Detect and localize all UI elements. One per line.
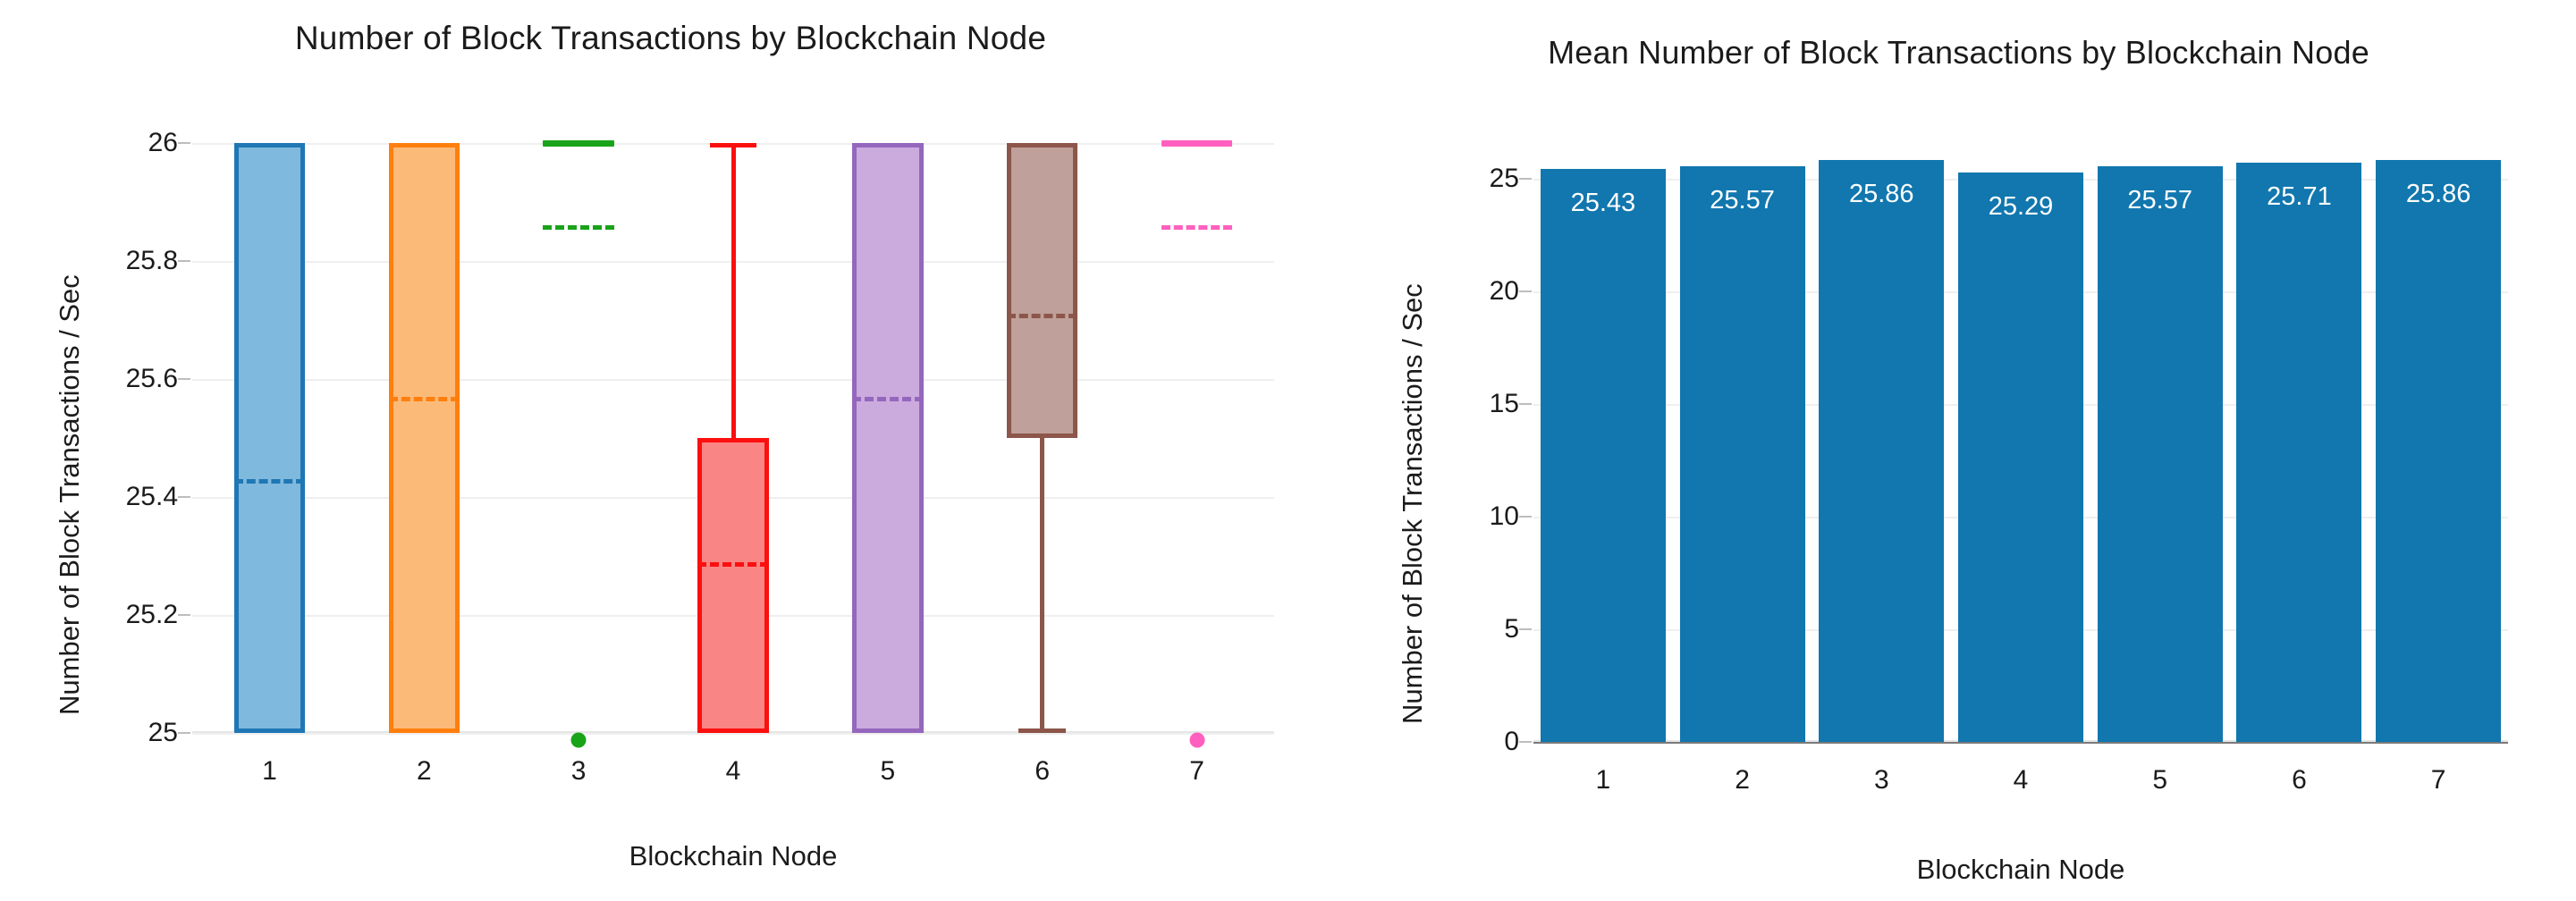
boxplot-y-tick-label: 25.8	[125, 246, 178, 275]
boxplot-y-tick-mark	[178, 260, 190, 262]
barchart-value-label: 25.29	[1988, 191, 2054, 221]
barchart-x-tick-label: 4	[2013, 765, 2029, 795]
boxplot-y-tick-label: 25.6	[125, 364, 178, 393]
barchart-x-tick-label: 2	[1735, 765, 1750, 795]
barchart-x-tick-label: 1	[1595, 765, 1611, 795]
barchart-x-tick-label: 3	[1873, 765, 1889, 795]
boxplot-outlier-point	[570, 732, 587, 748]
boxplot-x-tick-label: 2	[416, 756, 432, 786]
barchart-bar[interactable]: 25.43	[1540, 169, 1666, 742]
barchart-bar[interactable]: 25.57	[1679, 165, 1805, 742]
barchart-y-tick-mark	[1519, 628, 1532, 631]
boxplot-box-group-5[interactable]	[192, 143, 1274, 733]
boxplot-plot-area: 25 25.2 25.4 25.6 25.8 26 1 2 3 4 5 6 7	[126, 128, 1274, 786]
barchart-value-label: 25.57	[1710, 185, 1775, 215]
barchart-bar[interactable]: 25.71	[2236, 163, 2362, 742]
boxplot-whisker-cap-lower	[1018, 728, 1066, 733]
barchart-plot-area: 0 5 10 15 20 25 25.43 1 25.57 2 25.86 3 25.29 4 25.57 5…	[1490, 152, 2508, 795]
boxplot-y-axis-label: Number of Block Transactions / Sec	[54, 274, 85, 715]
barchart-y-tick-mark	[1519, 178, 1532, 181]
boxplot-x-tick-label: 1	[262, 756, 277, 786]
barchart-value-label: 25.86	[2405, 179, 2471, 208]
boxplot-whisker-upper	[731, 143, 736, 438]
barchart-x-tick-label: 6	[2292, 765, 2307, 795]
panel-boxplot: Number of Block Transactions by Blockcha…	[54, 20, 1274, 872]
barchart-gridline	[1533, 742, 2508, 744]
boxplot-mean-line	[697, 561, 769, 567]
boxplot-mean-line	[388, 396, 460, 401]
boxplot-box-group-3[interactable]	[192, 140, 1274, 748]
barchart-bar[interactable]: 25.86	[2376, 159, 2502, 742]
boxplot-whisker-lower	[1040, 438, 1045, 733]
boxplot-x-tick-label: 6	[1035, 756, 1051, 786]
boxplot-y-tick-mark	[178, 732, 190, 734]
boxplot-box[interactable]	[388, 143, 460, 733]
boxplot-y-tick-label: 25	[148, 718, 178, 747]
boxplot-mean-line	[1006, 314, 1078, 319]
barchart-title: Mean Number of Block Transactions by Blo…	[1548, 34, 2369, 71]
boxplot-collapsed-box[interactable]	[1161, 140, 1233, 147]
boxplot-y-tick-mark	[178, 496, 190, 498]
boxplot-box-group-7[interactable]	[192, 140, 1274, 748]
barchart-x-tick-label: 7	[2430, 765, 2446, 795]
barchart-bar[interactable]: 25.29	[1957, 172, 2084, 742]
boxplot-gridline	[192, 733, 1274, 735]
boxplot-y-tick-label: 25.4	[125, 482, 178, 511]
boxplot-mean-line	[233, 479, 306, 484]
boxplot-box[interactable]	[697, 438, 769, 733]
barchart-y-tick-label: 10	[1489, 501, 1519, 532]
barchart-y-tick-label: 15	[1489, 389, 1519, 419]
barchart-y-axis-label: Number of Block Transactions / Sec	[1397, 283, 1428, 724]
boxplot-collapsed-box[interactable]	[543, 140, 614, 147]
boxplot-y-tick-mark	[178, 142, 190, 144]
barchart-y-tick-mark	[1519, 516, 1532, 518]
boxplot-x-tick-label: 3	[570, 756, 587, 786]
barchart-value-label: 25.86	[1848, 179, 1914, 208]
boxplot-box[interactable]	[852, 143, 924, 733]
barchart-y-tick-label: 0	[1504, 727, 1519, 756]
boxplot-box-group-2[interactable]	[192, 143, 1274, 733]
barchart-value-label: 25.71	[2267, 182, 2332, 212]
boxplot-box-group-4[interactable]	[192, 143, 1274, 733]
barchart-x-axis-label: Blockchain Node	[1916, 854, 2125, 885]
boxplot-box-group-1[interactable]	[192, 143, 1274, 733]
barchart-value-label: 25.57	[2127, 185, 2192, 215]
boxplot-title: Number of Block Transactions by Blockcha…	[294, 20, 1047, 56]
barchart-y-tick-label: 20	[1489, 276, 1519, 307]
boxplot-box[interactable]	[233, 143, 306, 733]
boxplot-mean-line	[852, 396, 924, 401]
boxplot-x-tick-label: 7	[1189, 756, 1204, 786]
boxplot-y-tick-label: 25.2	[125, 600, 178, 629]
boxplot-mean-line	[1161, 225, 1233, 231]
boxplot-mean-line	[543, 225, 614, 231]
barchart-y-tick-label: 5	[1504, 614, 1519, 644]
barchart-y-tick-mark	[1519, 291, 1532, 293]
boxplot-box-group-6[interactable]	[192, 143, 1274, 733]
barchart-bar[interactable]: 25.86	[1819, 159, 1945, 742]
boxplot-y-tick-mark	[178, 378, 190, 380]
barchart-y-tick-label: 25	[1489, 164, 1519, 194]
boxplot-box[interactable]	[1006, 143, 1078, 438]
boxplot-outlier-point	[1189, 732, 1205, 748]
boxplot-y-tick-label: 26	[148, 128, 178, 157]
boxplot-x-tick-label: 4	[725, 756, 741, 786]
barchart-x-tick-label: 5	[2152, 765, 2168, 795]
panel-barchart: Mean Number of Block Transactions by Blo…	[1341, 0, 2576, 901]
boxplot-x-axis-label: Blockchain Node	[629, 840, 838, 872]
barchart-bar[interactable]: 25.57	[2097, 165, 2223, 742]
boxplot-whisker-cap-upper	[709, 143, 757, 147]
boxplot-x-tick-label: 5	[880, 756, 896, 786]
boxplot-y-tick-mark	[178, 614, 190, 616]
barchart-y-tick-mark	[1519, 403, 1532, 406]
barchart-value-label: 25.43	[1570, 189, 1636, 218]
barchart-y-tick-mark	[1519, 741, 1532, 743]
